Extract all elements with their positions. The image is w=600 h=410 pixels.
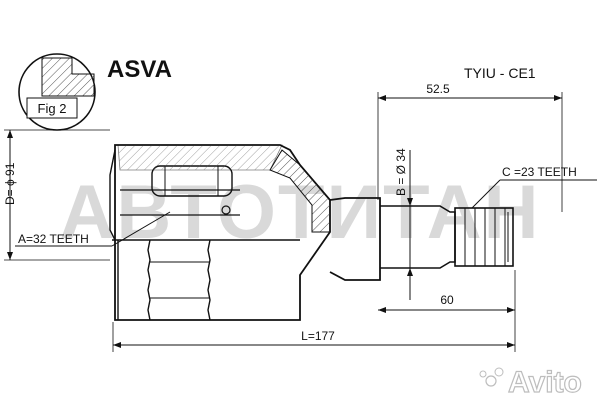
dimension-52-5: 52.5 bbox=[377, 82, 563, 212]
d-label: D= ϕ 91 bbox=[3, 162, 17, 205]
diameter-b-dimension: B = Ø 34 bbox=[394, 148, 413, 300]
c-label: C =23 TEETH bbox=[502, 165, 577, 179]
part-code: TYIU - CE1 bbox=[464, 65, 536, 81]
avito-text: Avito bbox=[508, 366, 582, 399]
fig-2-inset: Fig 2 bbox=[18, 53, 96, 131]
l-label: L=177 bbox=[301, 329, 335, 343]
fig-label: Fig 2 bbox=[38, 101, 67, 116]
brand-name: ASVA bbox=[107, 56, 172, 83]
a-label: A=32 TEETH bbox=[18, 232, 89, 246]
a-teeth-callout: A=32 TEETH bbox=[15, 211, 171, 247]
c-teeth-callout: C =23 TEETH bbox=[471, 165, 597, 209]
output-shaft bbox=[329, 197, 514, 281]
dim-52-5-label: 52.5 bbox=[426, 82, 450, 96]
dimension-60: 60 bbox=[378, 270, 516, 316]
b-label: B = Ø 34 bbox=[394, 148, 408, 196]
length-l-dimension: L=177 bbox=[112, 316, 516, 352]
avito-watermark: Avito bbox=[479, 365, 582, 400]
diameter-d-dimension: D= ϕ 91 bbox=[3, 129, 110, 261]
joint-housing bbox=[109, 144, 331, 321]
dim-60-label: 60 bbox=[440, 293, 454, 307]
